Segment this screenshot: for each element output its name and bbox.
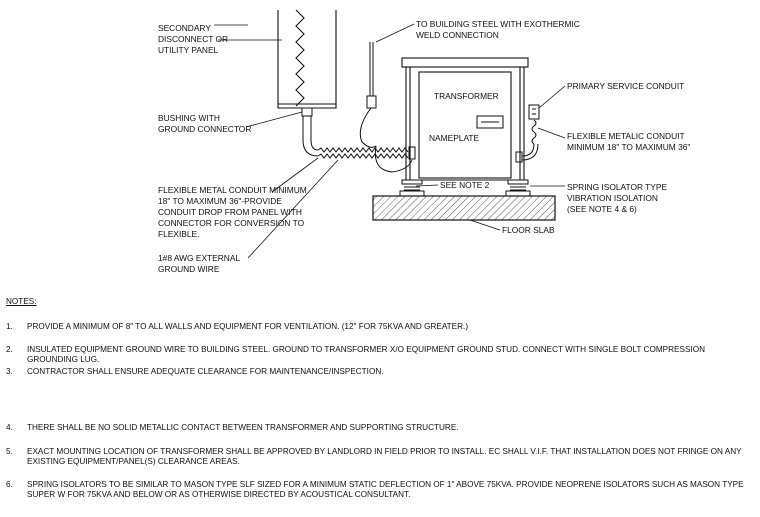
note-item: 4. THERE SHALL BE NO SOLID METALLIC CONT… <box>6 423 758 433</box>
label-flex-conduit-left-4: CONNECTOR FOR CONVERSION TO <box>158 218 305 228</box>
label-flex-conduit-left-2: 18" TO MAXIMUM 36"-PROVIDE <box>158 196 282 206</box>
leader-lines <box>214 23 566 259</box>
label-bushing-1: BUSHING WITH <box>158 113 220 123</box>
label-floor-slab: FLOOR SLAB <box>502 225 555 235</box>
panel-conduit-drop <box>301 107 319 157</box>
secondary-panel <box>277 9 337 109</box>
label-nameplate: NAMEPLATE <box>429 133 480 143</box>
note-number: 4. <box>6 423 13 432</box>
note-item: 1. PROVIDE A MINIMUM OF 8" TO ALL WALLS … <box>6 322 758 332</box>
label-spring-isolator-2: VIBRATION ISOLATION <box>567 193 658 203</box>
note-item: 3. CONTRACTOR SHALL ENSURE ADEQUATE CLEA… <box>6 367 758 377</box>
transformer-enclosure <box>401 57 529 181</box>
note-number: 5. <box>6 447 13 456</box>
note-text: SPRING ISOLATORS TO BE SIMILAR TO MASON … <box>27 480 744 499</box>
label-transformer: TRANSFORMER <box>434 91 499 101</box>
label-primary-conduit: PRIMARY SERVICE CONDUIT <box>567 81 684 91</box>
primary-conduit <box>515 104 540 163</box>
transformer-mounting-detail: SECONDARY DISCONNECT OR UTILITY PANEL TO… <box>158 9 690 274</box>
label-bushing-2: GROUND CONNECTOR <box>158 124 251 134</box>
note-text: PROVIDE A MINIMUM OF 8" TO ALL WALLS AND… <box>27 322 469 331</box>
label-flex-conduit-right-1: FLEXIBLE METALIC CONDUIT <box>567 131 685 141</box>
flexible-conduit-left <box>317 146 416 160</box>
note-text: THERE SHALL BE NO SOLID METALLIC CONTACT… <box>27 423 459 432</box>
label-see-note-2: SEE NOTE 2 <box>440 180 490 190</box>
label-flex-conduit-left-3: CONDUIT DROP FROM PANEL WITH <box>158 207 302 217</box>
note-text: CONTRACTOR SHALL ENSURE ADEQUATE CLEARAN… <box>27 367 384 376</box>
label-spring-isolator-1: SPRING ISOLATOR TYPE <box>567 182 667 192</box>
label-flex-conduit-left-1: FLEXIBLE METAL CONDUIT MINIMUM <box>158 185 307 195</box>
spring-isolator-left <box>399 179 425 197</box>
nameplate <box>476 115 504 129</box>
note-number: 6. <box>6 480 13 489</box>
label-secondary-panel-1: SECONDARY <box>158 23 211 33</box>
label-secondary-panel-2: DISCONNECT OR <box>158 34 228 44</box>
spring-isolator-right <box>505 179 531 197</box>
note-text: INSULATED EQUIPMENT GROUND WIRE TO BUILD… <box>27 345 705 364</box>
label-ground-wire-2: GROUND WIRE <box>158 264 220 274</box>
note-number: 3. <box>6 367 13 376</box>
notes-heading: NOTES: <box>6 297 37 306</box>
floor-slab <box>372 195 556 221</box>
label-building-steel-2: WELD CONNECTION <box>416 30 499 40</box>
label-ground-wire-1: 1#8 AWG EXTERNAL <box>158 253 240 263</box>
note-item: 5. EXACT MOUNTING LOCATION OF TRANSFORME… <box>6 447 758 467</box>
note-item: 6. SPRING ISOLATORS TO BE SIMILAR TO MAS… <box>6 480 758 500</box>
label-spring-isolator-3: (SEE NOTE 4 & 6) <box>567 204 637 214</box>
notes-section: NOTES: 1. PROVIDE A MINIMUM OF 8" TO ALL… <box>6 297 758 499</box>
note-text: EXACT MOUNTING LOCATION OF TRANSFORMER S… <box>27 447 742 466</box>
label-building-steel-1: TO BUILDING STEEL WITH EXOTHERMIC <box>416 19 580 29</box>
label-flex-conduit-left-5: FLEXIBLE. <box>158 229 199 239</box>
label-secondary-panel-3: UTILITY PANEL <box>158 45 219 55</box>
note-number: 2. <box>6 345 13 354</box>
note-item: 2. INSULATED EQUIPMENT GROUND WIRE TO BU… <box>6 345 758 365</box>
label-flex-conduit-right-2: MINIMUM 18" TO MAXIMUM 36" <box>567 142 690 152</box>
ground-wire <box>359 42 413 173</box>
note-number: 1. <box>6 322 13 331</box>
